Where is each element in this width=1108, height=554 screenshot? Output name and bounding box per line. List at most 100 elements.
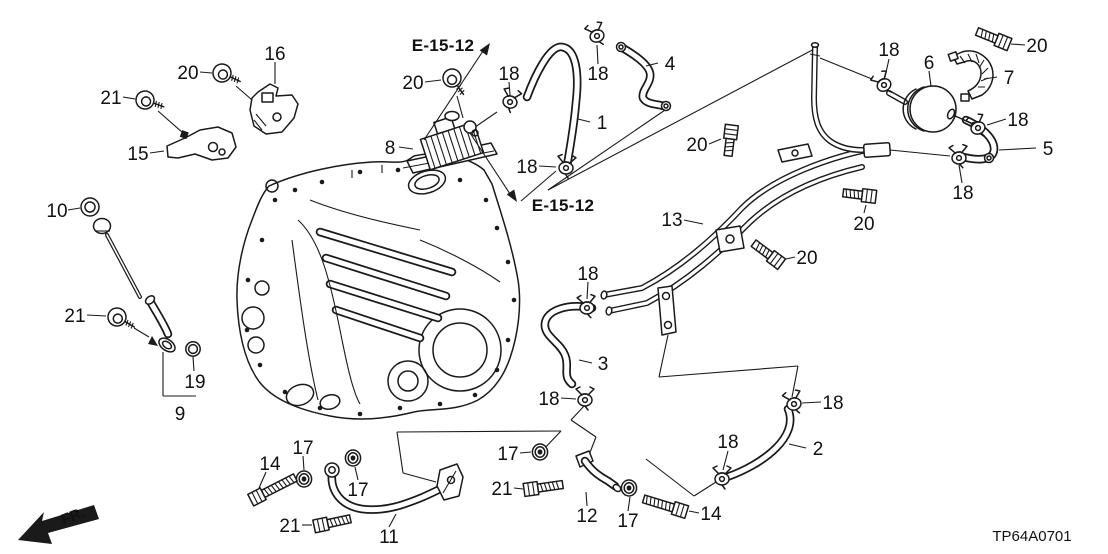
callout-10[interactable]: 10	[46, 201, 67, 222]
callout-20[interactable]: 20	[686, 135, 707, 156]
callout-leader	[863, 204, 867, 214]
filter-part6	[886, 85, 978, 133]
callout-14[interactable]: 14	[259, 454, 281, 475]
callout-17[interactable]: 17	[347, 480, 368, 501]
callout-leader	[596, 44, 599, 65]
callout-leader	[424, 79, 442, 83]
hex-bolt-icon	[750, 239, 787, 271]
callout-3[interactable]: 3	[598, 354, 609, 375]
callout-leader	[560, 397, 577, 400]
callout-18[interactable]: 18	[538, 389, 559, 410]
callout-7[interactable]: 7	[1004, 68, 1015, 89]
joint-pipe-part9	[144, 295, 176, 353]
callout-21[interactable]: 21	[64, 306, 85, 327]
diagram-code: TP64A0701	[992, 528, 1071, 545]
washer-icon	[620, 479, 638, 497]
zone-leader-line	[456, 95, 464, 119]
reference-leader	[469, 132, 513, 198]
reference-label: E-15-12	[532, 196, 595, 215]
zone-leader-line	[819, 57, 873, 80]
callout-21[interactable]: 21	[100, 88, 121, 109]
callout-leader	[519, 451, 532, 454]
callout-5[interactable]: 5	[1043, 139, 1054, 160]
pipe13-sleeve	[862, 141, 892, 159]
zone-leader-line	[889, 149, 951, 157]
callout-21[interactable]: 21	[491, 479, 512, 500]
callout-17[interactable]: 17	[617, 511, 638, 532]
callout-leader	[577, 118, 591, 123]
dipstick-loop	[80, 197, 100, 217]
cover-boss-inner	[397, 370, 419, 392]
callout-4[interactable]: 4	[665, 54, 676, 75]
hose-clamp-icon	[557, 153, 577, 179]
callout-20[interactable]: 20	[796, 248, 817, 269]
callout-leader	[884, 58, 890, 78]
callout-18[interactable]: 18	[822, 393, 843, 414]
callout-12[interactable]: 12	[576, 506, 597, 527]
warmer-outlet-fitting	[463, 120, 477, 134]
callout-6[interactable]: 6	[924, 53, 935, 74]
hardware-symbols	[107, 21, 1013, 534]
callout-leader	[302, 455, 305, 471]
dipstick-part10	[80, 197, 142, 299]
callout-2[interactable]: 2	[813, 439, 824, 460]
callout-18[interactable]: 18	[587, 64, 608, 85]
callout-leader	[149, 150, 165, 154]
callout-18[interactable]: 18	[878, 40, 899, 61]
callout-17[interactable]: 17	[292, 438, 313, 459]
zone-leader-line	[547, 107, 669, 191]
transmission-housing-outline	[236, 153, 521, 420]
callout-18[interactable]: 18	[577, 264, 598, 285]
callout-20[interactable]: 20	[853, 214, 874, 235]
zone-leader-line	[235, 85, 253, 101]
callout-leader	[354, 466, 359, 481]
callout-16[interactable]: 16	[264, 44, 285, 65]
o-ring-icon	[185, 341, 201, 357]
pipe13-bracket-top	[777, 143, 813, 163]
pipe13-bracket-mid	[715, 225, 745, 253]
callout-leader	[86, 314, 107, 317]
callout-13[interactable]: 13	[661, 210, 682, 231]
callout-18[interactable]: 18	[952, 183, 973, 204]
callout-9[interactable]: 9	[175, 404, 186, 425]
callout-14[interactable]: 14	[700, 504, 722, 525]
callout-20[interactable]: 20	[1026, 36, 1047, 57]
callout-8[interactable]: 8	[385, 138, 396, 159]
callout-leader	[928, 70, 932, 87]
callout-20[interactable]: 20	[402, 73, 423, 94]
callout-19[interactable]: 19	[184, 372, 205, 393]
callout-15[interactable]: 15	[127, 144, 148, 165]
callout-labels: 16 20 21 15 10 21 19 9 20 8 18 18 1 18 4 18 6 20 7 18 5 18 20 1…	[46, 36, 1053, 548]
zone-leader-line	[520, 170, 557, 202]
hose-clamp-icon	[576, 293, 596, 319]
end-cover-circle	[418, 308, 502, 392]
stay-part11	[324, 462, 464, 514]
callout-leader	[627, 496, 631, 512]
callout-18[interactable]: 18	[498, 64, 519, 85]
callout-18[interactable]: 18	[516, 157, 537, 178]
stay11-eye	[324, 462, 340, 478]
atf-warmer-part8	[402, 110, 498, 195]
front-label: FR.	[59, 504, 88, 529]
callout-1[interactable]: 1	[597, 113, 608, 134]
callout-18[interactable]: 18	[1007, 110, 1028, 131]
callout-11[interactable]: 11	[379, 527, 399, 548]
joint-pipe-part12	[575, 450, 622, 493]
diagram-artwork	[80, 42, 999, 514]
callout-20[interactable]: 20	[177, 63, 198, 84]
callout-leader	[398, 146, 414, 150]
callout-leader	[199, 71, 213, 74]
zone-leader-line	[693, 481, 717, 497]
front-direction-indicator: FR.	[18, 504, 99, 544]
hose-end-ring-icon	[660, 100, 672, 112]
reference-arrowhead-icon	[479, 43, 490, 56]
zone-leader-line	[402, 472, 437, 483]
callout-21[interactable]: 21	[279, 516, 300, 537]
callout-leader	[388, 513, 397, 528]
pipe9-flange	[158, 337, 176, 353]
hex-bolt-icon	[974, 27, 1013, 52]
callout-17[interactable]: 17	[497, 444, 518, 465]
zone-leader-line	[396, 430, 562, 433]
callout-leader	[258, 471, 267, 489]
callout-18[interactable]: 18	[717, 432, 738, 453]
